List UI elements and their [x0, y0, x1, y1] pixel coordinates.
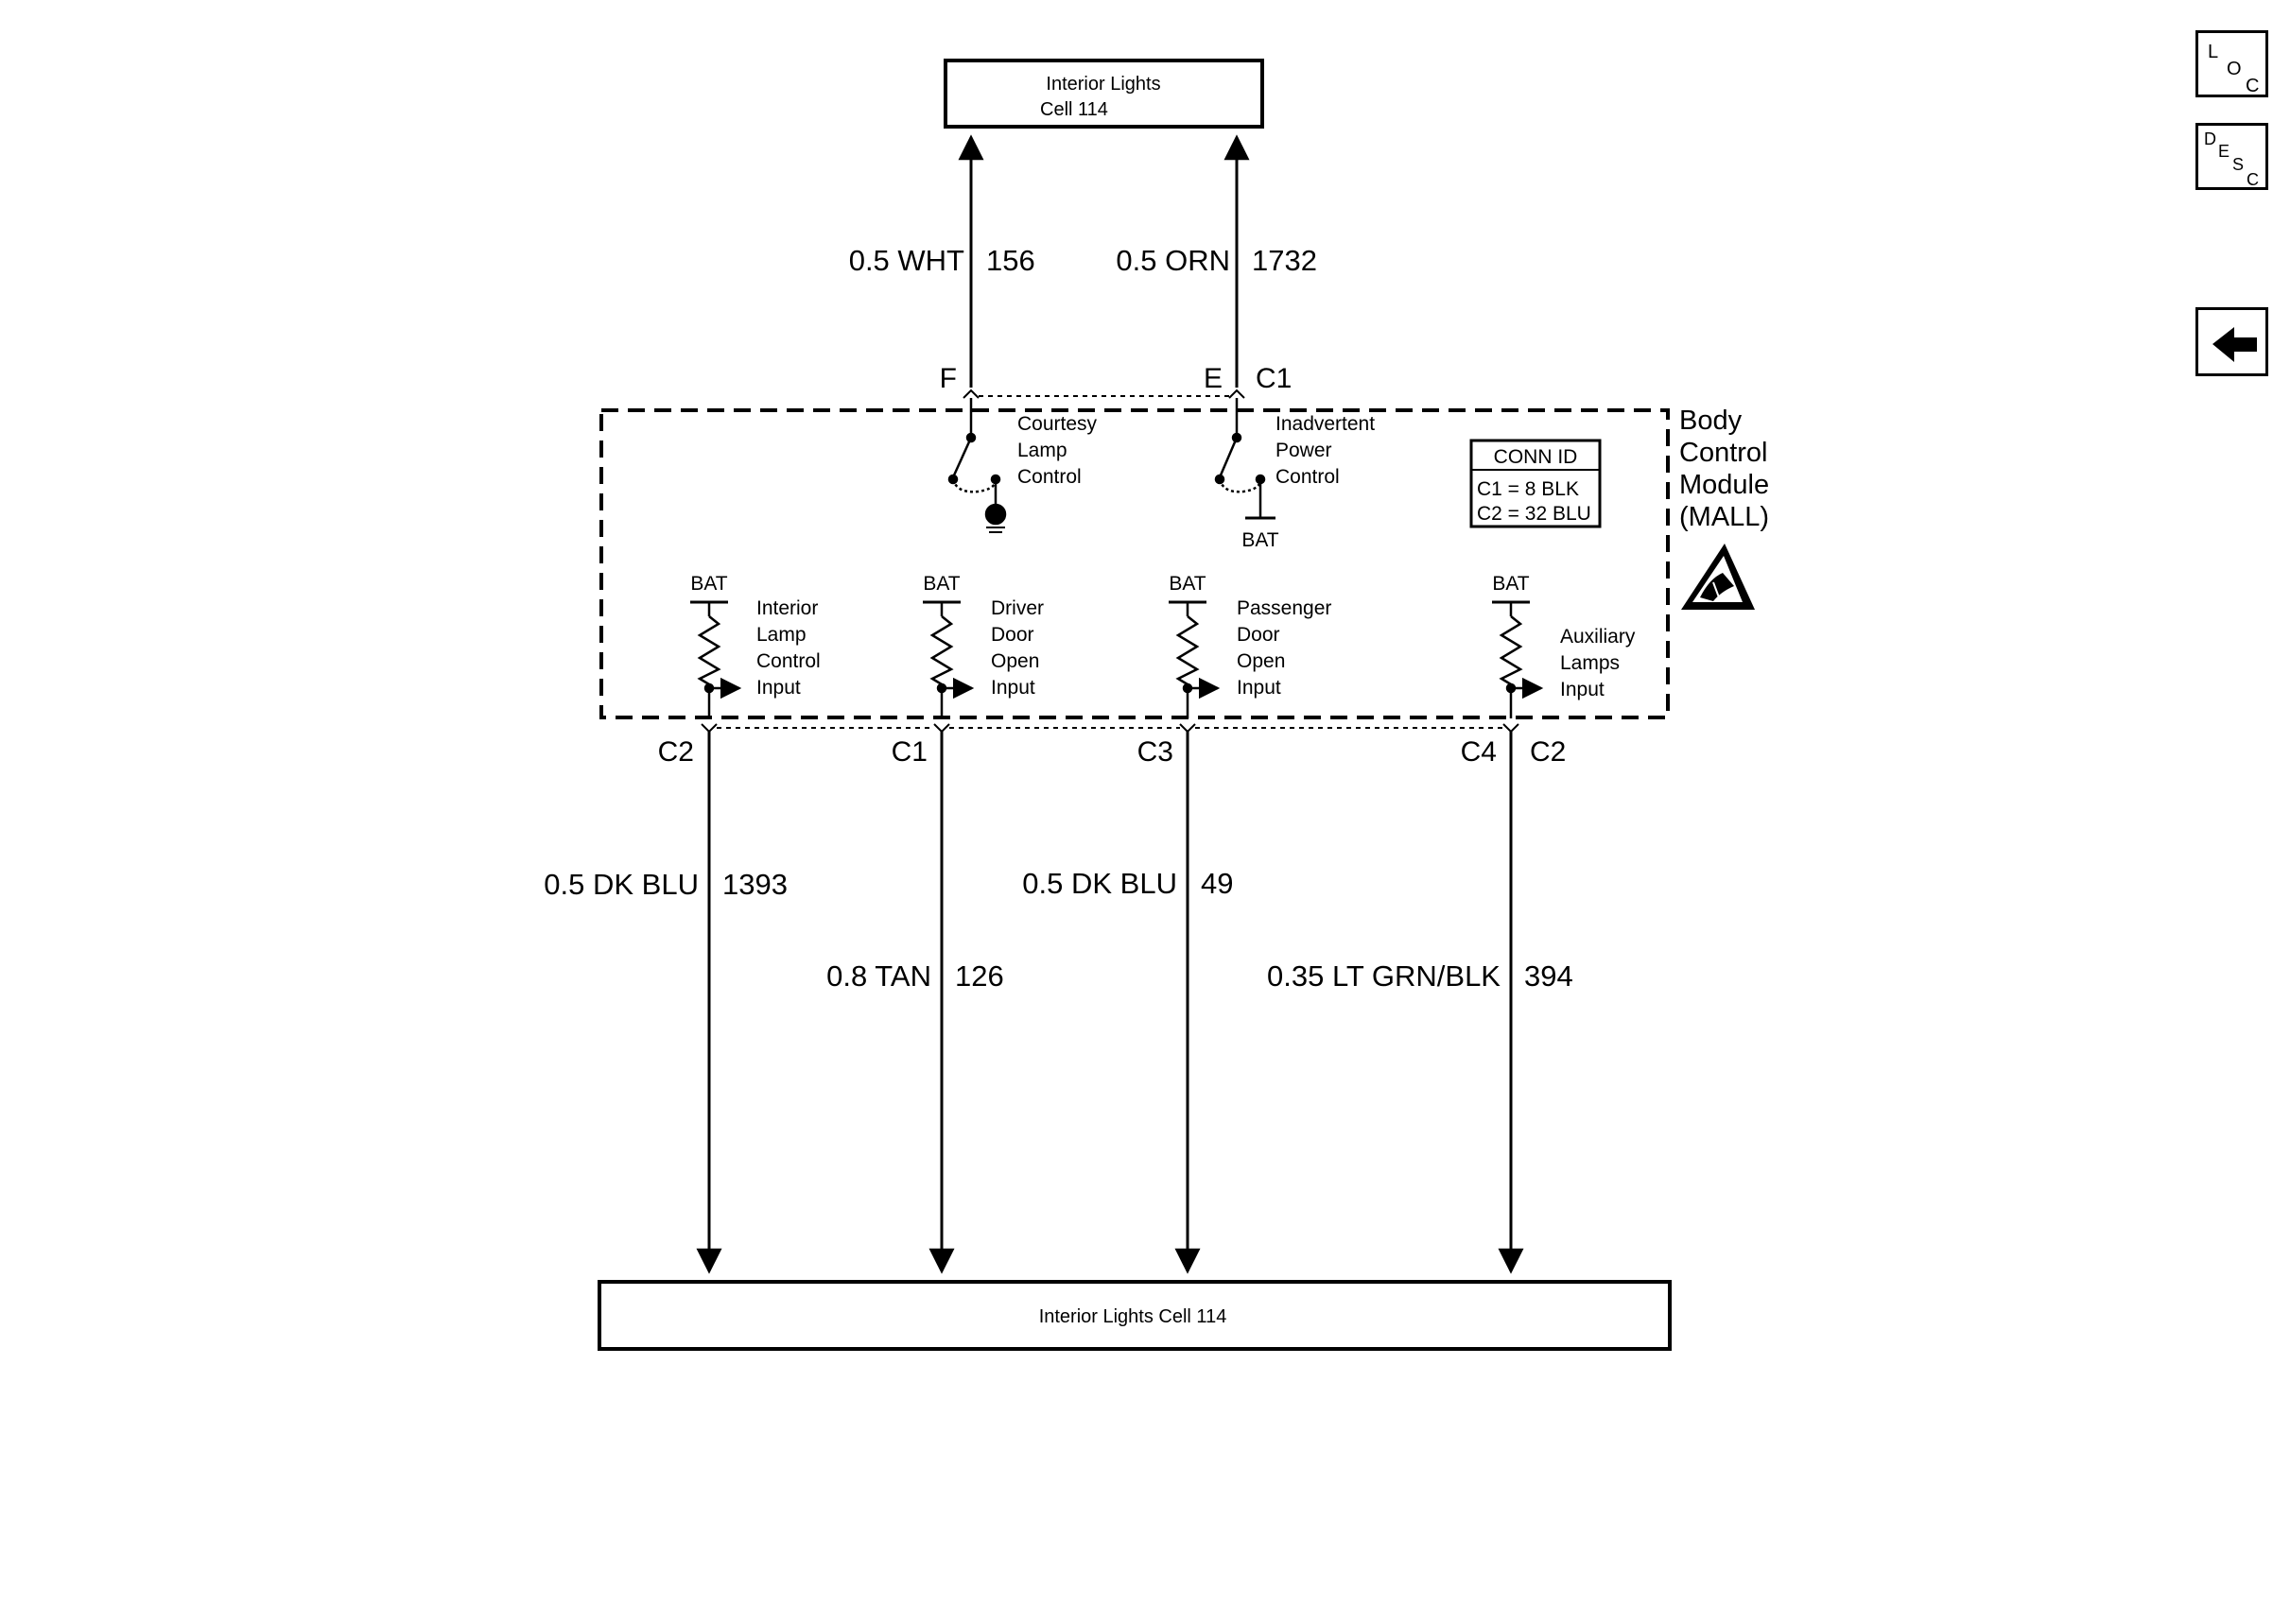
courtesy-switch-line2: Lamp [1017, 440, 1067, 461]
input-3-line3: Open [1237, 650, 1285, 672]
module-boundary [599, 408, 1670, 719]
input-1-supply: BAT [690, 573, 727, 595]
bottom-wire-4: 0.35 LT GRN/BLK 394 [1267, 732, 1573, 1274]
desc-letter-1: D [2204, 130, 2216, 148]
top-box-line2: Cell 114 [1040, 99, 1108, 120]
inadvertent-switch-supply: BAT [1241, 529, 1278, 551]
courtesy-switch-line1: Courtesy [1017, 413, 1098, 435]
input-2-line4: Input [991, 677, 1035, 699]
top-wire-2-circuit: 1732 [1252, 244, 1317, 277]
input-4-line1: Auxiliary [1560, 626, 1636, 648]
top-connector-label: C1 [1256, 363, 1292, 394]
input-1-line3: Control [756, 650, 821, 672]
inadvertent-switch-line2: Power [1275, 440, 1332, 461]
bottom-wire-1-spec: 0.5 DK BLU [544, 868, 699, 901]
input-3-line2: Door [1237, 624, 1280, 646]
bottom-pin-2: C1 [892, 736, 928, 768]
conn-id-table: CONN ID C1 = 8 BLK C2 = 32 BLU [1469, 439, 1602, 528]
back-button[interactable] [2195, 307, 2268, 376]
module-line3: Module [1679, 470, 1769, 500]
bottom-wire-1-circuit: 1393 [722, 868, 788, 901]
desc-button[interactable]: D E S C [2195, 123, 2268, 190]
bottom-wire-3: 0.5 DK BLU 49 [1022, 732, 1233, 1274]
top-wire-1-spec: 0.5 WHT [849, 244, 964, 277]
loc-icon: L O C [2208, 42, 2259, 96]
desc-letter-4: C [2247, 170, 2259, 189]
left-arrow-icon [2212, 327, 2257, 362]
input-4-line2: Lamps [1560, 652, 1620, 674]
inadvertent-power-switch [1214, 398, 1275, 520]
module-line2: Control [1679, 438, 1768, 468]
input-4-circuit [1492, 600, 1544, 718]
input-1-line2: Lamp [756, 624, 807, 646]
bottom-pin-1: C2 [658, 736, 694, 768]
module-line4: (MALL) [1679, 502, 1769, 532]
conn-id-row2: C2 = 32 BLU [1477, 503, 1591, 525]
top-wire-2: 0.5 ORN 1732 E [1116, 134, 1317, 394]
courtesy-switch-line3: Control [1017, 466, 1082, 488]
bottom-wire-2-circuit: 126 [955, 959, 1004, 993]
conn-id-row1: C1 = 8 BLK [1477, 478, 1579, 500]
input-3-line4: Input [1237, 677, 1281, 699]
top-connector [963, 389, 1245, 399]
input-4-supply: BAT [1492, 573, 1529, 595]
loc-letter-2: O [2227, 59, 2242, 79]
bottom-wire-3-circuit: 49 [1201, 867, 1233, 900]
top-wire-1-pin: F [940, 363, 957, 394]
input-4-line3: Input [1560, 679, 1605, 700]
bottom-wire-4-spec: 0.35 LT GRN/BLK [1267, 959, 1501, 993]
top-box-line1: Interior Lights [1046, 74, 1160, 95]
conn-id-title: CONN ID [1494, 446, 1578, 468]
bottom-box: Interior Lights Cell 114 [598, 1280, 1672, 1351]
input-1-line1: Interior [756, 597, 818, 619]
bottom-wire-2-spec: 0.8 TAN [826, 959, 931, 993]
courtesy-lamp-switch [947, 398, 1007, 533]
bottom-connector-label: C2 [1530, 736, 1566, 768]
bottom-pin-4: C4 [1461, 736, 1497, 768]
loc-button[interactable]: L O C [2195, 30, 2268, 97]
top-wire-2-spec: 0.5 ORN [1116, 244, 1230, 277]
input-2-circuit [923, 600, 975, 718]
top-wire-2-pin: E [1204, 363, 1223, 394]
desc-icon: D E S C [2204, 130, 2259, 189]
loc-letter-1: L [2208, 42, 2218, 62]
input-2-supply: BAT [923, 573, 960, 595]
bottom-wire-3-spec: 0.5 DK BLU [1022, 867, 1177, 900]
input-3-supply: BAT [1169, 573, 1206, 595]
bottom-wire-4-circuit: 394 [1524, 959, 1573, 993]
desc-letter-3: S [2232, 155, 2244, 174]
desc-letter-2: E [2218, 142, 2230, 161]
input-2-line3: Open [991, 650, 1039, 672]
input-3-line1: Passenger [1237, 597, 1331, 619]
top-wire-1: 0.5 WHT 156 F [849, 134, 1035, 394]
inadvertent-switch-line1: Inadvertent [1275, 413, 1375, 435]
top-box: Interior Lights Cell 114 [944, 59, 1264, 129]
input-3-circuit [1169, 600, 1221, 718]
inadvertent-switch-line3: Control [1275, 466, 1340, 488]
bottom-wire-2: 0.8 TAN 126 [826, 732, 1004, 1274]
bottom-connector [701, 723, 1519, 734]
bottom-wire-1: 0.5 DK BLU 1393 [544, 732, 788, 1274]
input-1-line4: Input [756, 677, 801, 699]
module-line1: Body [1679, 406, 1743, 436]
esd-warning-icon [1681, 544, 1755, 610]
input-2-line1: Driver [991, 597, 1044, 619]
input-1-circuit [690, 600, 742, 718]
loc-letter-3: C [2246, 76, 2259, 96]
bottom-box-label: Interior Lights Cell 114 [1039, 1306, 1227, 1327]
top-wire-1-circuit: 156 [986, 244, 1035, 277]
bottom-pin-3: C3 [1137, 736, 1173, 768]
input-2-line2: Door [991, 624, 1034, 646]
